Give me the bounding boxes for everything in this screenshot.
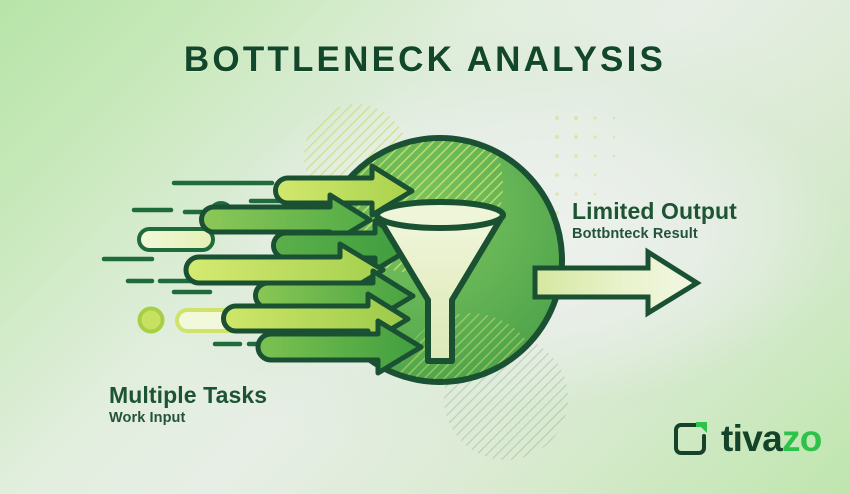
- speed-pills: [137, 227, 281, 333]
- input-arrow-6: [221, 291, 411, 346]
- output-label-block: Limited Output Bottbnteck Result: [572, 199, 737, 244]
- input-label-primary: Multiple Tasks: [109, 382, 268, 408]
- speed-dashes: [101, 180, 308, 347]
- hatch-circle-top: [304, 104, 408, 208]
- hatch-circle-bottom: [444, 336, 568, 460]
- input-arrow-1: [273, 163, 415, 218]
- tivazo-wordmark: tiva zo: [721, 420, 822, 457]
- main-circle: [315, 135, 565, 385]
- inner-hatch-bottom: [398, 313, 542, 379]
- tivazo-mark-icon: [674, 422, 707, 455]
- input-label-block: Multiple Tasks Work Input: [109, 383, 267, 428]
- input-arrow-3: [271, 218, 418, 273]
- input-arrow-4: [183, 241, 386, 299]
- output-arrow: [532, 247, 702, 318]
- output-label-secondary: Bottbnteck Result: [572, 226, 698, 243]
- output-label-primary: Limited Output: [572, 198, 737, 224]
- logo-word-zo: zo: [781, 417, 822, 459]
- funnel-icon: [374, 199, 506, 364]
- input-arrow-7: [255, 318, 424, 376]
- speed-dots: [137, 201, 276, 334]
- tivazo-logo[interactable]: tiva zo: [671, 418, 822, 458]
- page-title: BOTTLENECK ANALYSIS: [183, 40, 667, 79]
- input-label-secondary: Work Input: [109, 410, 186, 427]
- logo-word-tiva: tiva: [721, 417, 783, 459]
- inner-hatch-top: [327, 141, 503, 273]
- input-arrow-2: [199, 192, 373, 247]
- input-arrow-5: [253, 268, 416, 323]
